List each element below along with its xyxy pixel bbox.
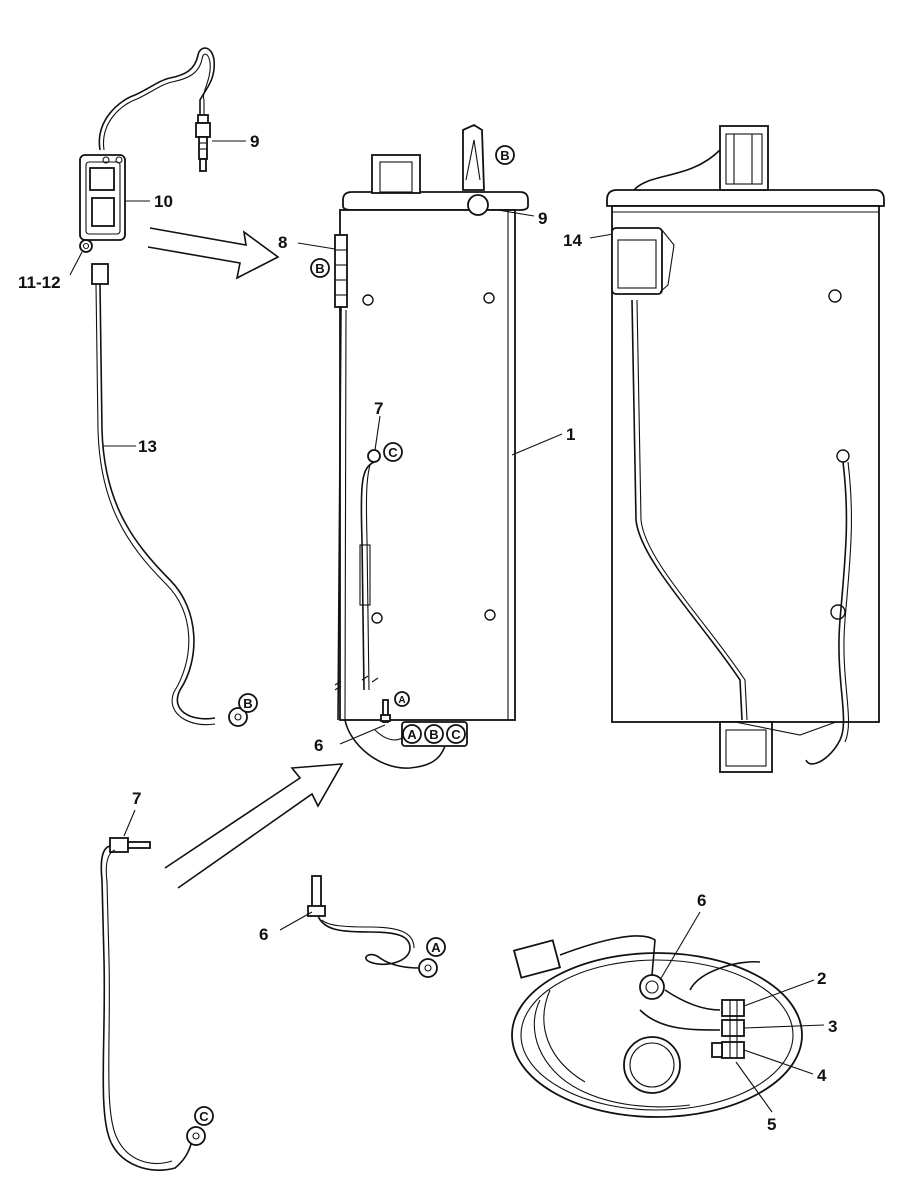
connector-a-cable: A [431, 940, 441, 955]
callout-6-detail: 6 [259, 925, 268, 944]
callout-9-tank: 9 [538, 209, 547, 228]
callout-2: 2 [817, 969, 826, 988]
nox-probe [195, 114, 211, 172]
direction-arrow-bottom [164, 763, 344, 889]
connector-c-tank: C [388, 445, 398, 460]
callout-labels: 9 10 11-12 13 8 9 14 7 1 6 7 6 6 2 3 4 5 [18, 132, 837, 1134]
callout-9-top: 9 [250, 132, 259, 151]
callout-7-detail: 7 [132, 789, 141, 808]
connector-b-side: B [315, 261, 324, 276]
connector-block-b: B [429, 727, 438, 742]
connector-a-tank: A [398, 695, 405, 706]
callout-8: 8 [278, 233, 287, 252]
sensor-6-detail [279, 875, 438, 978]
cable-13 [99, 283, 216, 720]
callout-6-oval: 6 [697, 891, 706, 910]
tank-rear-view [589, 125, 885, 773]
callout-10: 10 [154, 192, 173, 211]
nox-sensor-assembly [69, 47, 248, 727]
callout-3: 3 [828, 1017, 837, 1036]
module-connector [91, 263, 109, 285]
callout-6-tank: 6 [314, 736, 323, 755]
callout-11-12: 11-12 [18, 273, 61, 292]
callout-14: 14 [563, 231, 582, 250]
connector-block-c: C [451, 727, 461, 742]
connector-b-cable: B [243, 696, 252, 711]
callout-5: 5 [767, 1115, 776, 1134]
mounting-screw [79, 239, 93, 253]
tank-bottom-view [511, 911, 825, 1118]
direction-arrow-top [147, 227, 280, 280]
callout-7-tank: 7 [374, 399, 383, 418]
connector-letters: B B B C C A A A B C [194, 145, 515, 1126]
nox-control-module [79, 154, 126, 241]
connector-c-cable: C [199, 1109, 209, 1124]
callout-13: 13 [138, 437, 157, 456]
connector-b-top: B [500, 148, 509, 163]
callout-4: 4 [817, 1066, 827, 1085]
sensor-7-cable [100, 809, 206, 1171]
connector-block-a: A [407, 727, 417, 742]
ring-terminal-b [228, 707, 248, 727]
tank-front-view [297, 123, 563, 769]
callout-1: 1 [566, 425, 575, 444]
